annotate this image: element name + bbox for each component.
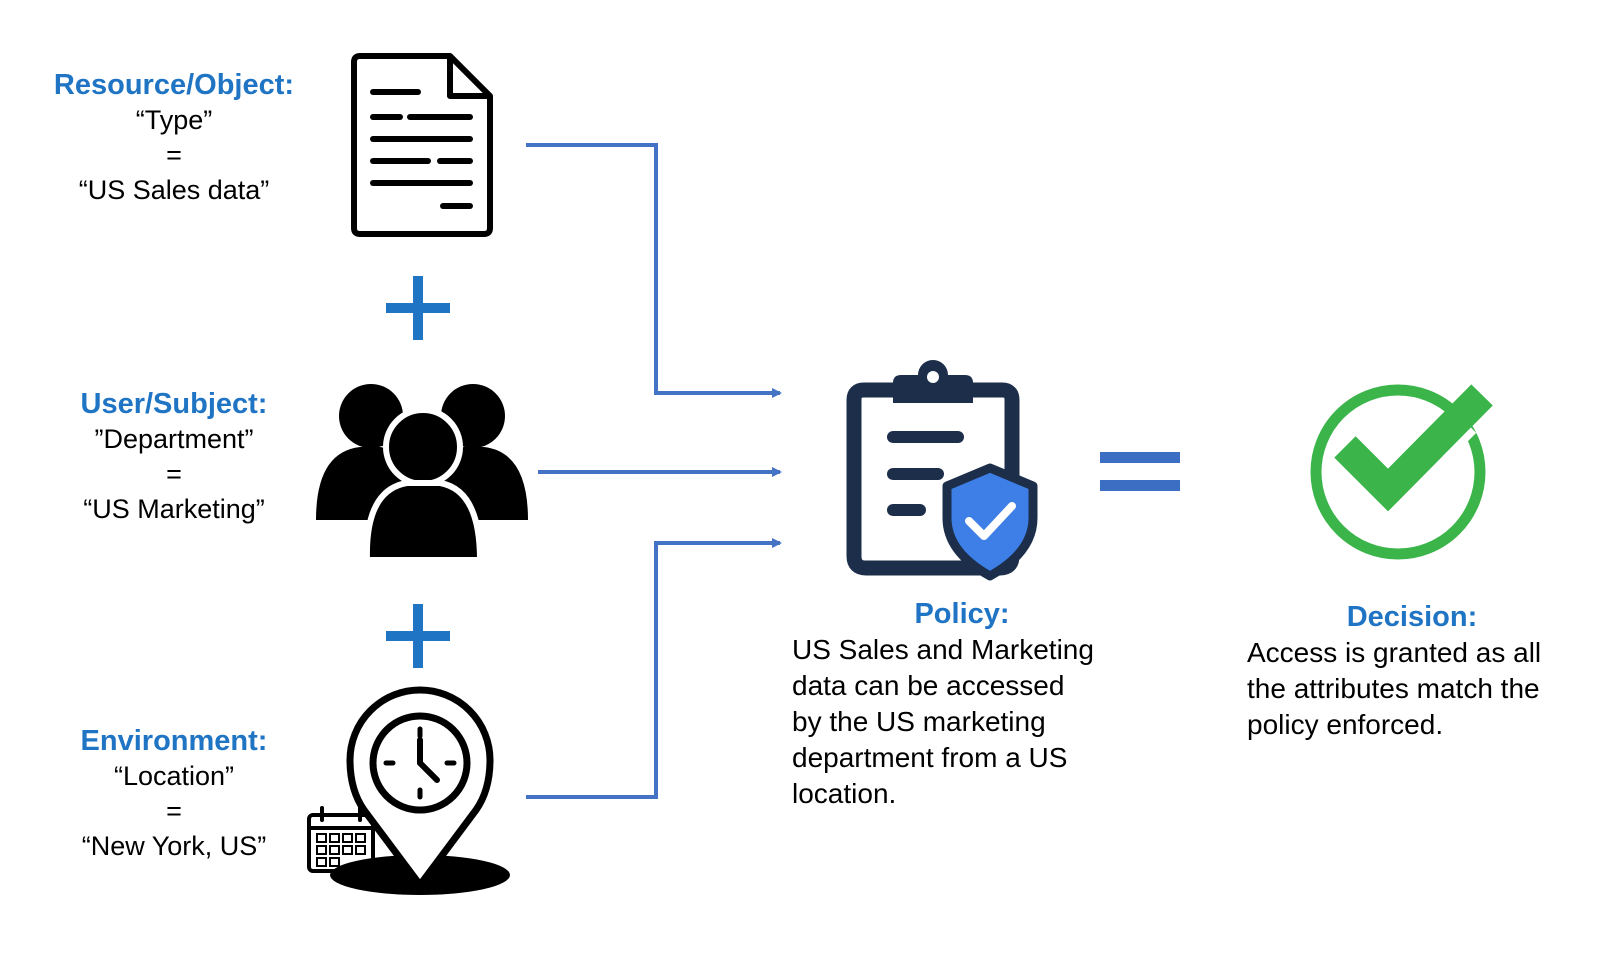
policy-text: US Sales and Marketing data can be acces… <box>792 634 1094 809</box>
environment-value: “New York, US” <box>81 831 267 861</box>
policy-title: Policy: <box>914 598 1010 630</box>
resource-value: “US Sales data” <box>78 175 270 205</box>
decision-text: Access is granted as all the attributes … <box>1247 637 1542 740</box>
resource-operator: = <box>166 140 182 170</box>
environment-title: Environment: <box>80 725 268 757</box>
connector-lines <box>526 143 782 799</box>
check-circle-icon <box>1310 384 1493 560</box>
plus-icon-bottom <box>386 604 450 668</box>
user-operator: = <box>166 459 182 489</box>
user-attribute: ”Department” <box>94 424 254 454</box>
user-title: User/Subject: <box>80 388 268 420</box>
environment-operator: = <box>166 796 182 826</box>
connector-resource <box>526 143 782 398</box>
resource-attribute: “Type” <box>135 105 213 135</box>
location-clock-icon <box>307 686 510 895</box>
connector-environment <box>526 538 782 799</box>
document-icon <box>351 53 493 237</box>
plus-icon-top <box>386 276 450 340</box>
resource-block: Resource/Object: “Type” = “US Sales data… <box>24 68 324 208</box>
user-block: User/Subject: ”Department” = “US Marketi… <box>24 387 324 527</box>
user-value: “US Marketing” <box>83 494 265 524</box>
resource-title: Resource/Object: <box>53 69 295 101</box>
policy-block: Policy: US Sales and Marketing data can … <box>792 596 1132 812</box>
equals-icon <box>1100 452 1180 491</box>
environment-attribute: “Location” <box>113 761 235 791</box>
decision-title: Decision: <box>1346 601 1478 633</box>
environment-block: Environment: “Location” = “New York, US” <box>24 724 324 864</box>
user-group-icon <box>316 384 528 563</box>
decision-block: Decision: Access is granted as all the a… <box>1247 599 1577 743</box>
policy-clipboard-shield-icon <box>846 360 1038 581</box>
